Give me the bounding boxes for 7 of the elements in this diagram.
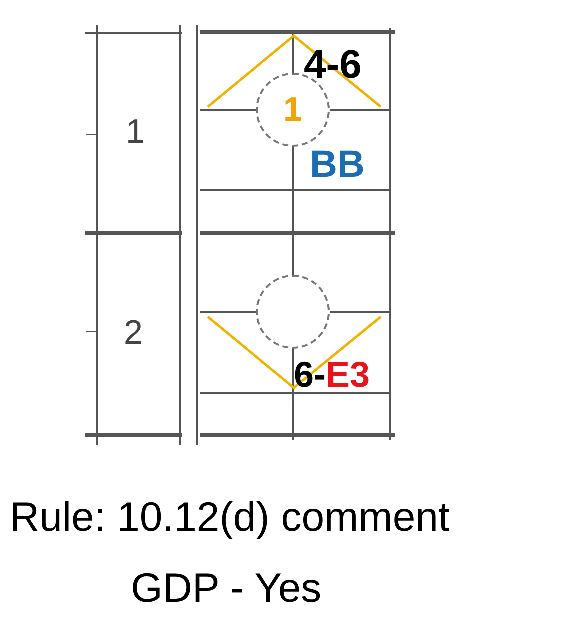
answer-note: GDP - Yes: [131, 568, 322, 609]
code-label: BB: [310, 146, 365, 184]
circle-number: 1: [284, 93, 302, 127]
row-number: 2: [124, 316, 143, 350]
rule-note: Rule: 10.12(d) comment: [10, 497, 450, 538]
row-number: 1: [126, 115, 145, 149]
code-label: E3: [326, 357, 370, 393]
